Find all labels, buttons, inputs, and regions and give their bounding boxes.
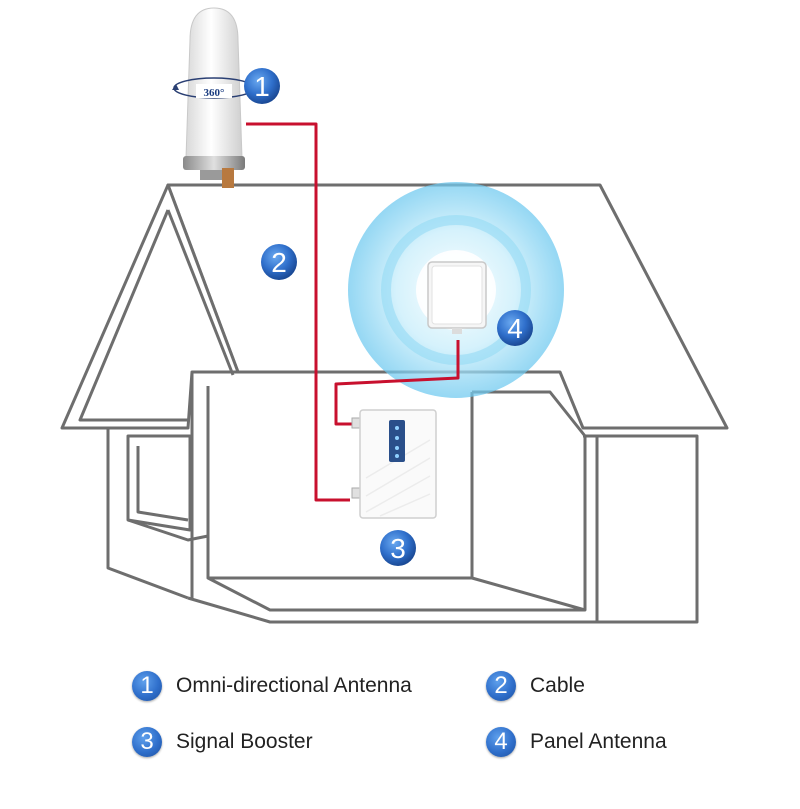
legend-label: Omni-directional Antenna bbox=[176, 674, 412, 697]
window-frame bbox=[126, 434, 192, 532]
wall-left bbox=[106, 428, 189, 600]
legend-item-cable: 2 Cable bbox=[486, 668, 585, 704]
roof-gable-inner bbox=[78, 209, 190, 422]
rotation-label: 360° bbox=[204, 87, 225, 99]
callout-cable-number: 2 bbox=[271, 247, 287, 278]
roof-gable-inner-2 bbox=[166, 209, 235, 376]
legend-item-signal-booster: 3 Signal Booster bbox=[132, 724, 313, 760]
roof-gable-left bbox=[60, 183, 240, 430]
callout-omni: 1 bbox=[244, 68, 280, 104]
callout-booster: 3 bbox=[380, 530, 416, 566]
legend-item-omni-antenna: 1 Omni-directional Antenna bbox=[132, 668, 412, 704]
callout-omni-number: 1 bbox=[254, 71, 270, 102]
legend-label: Panel Antenna bbox=[530, 730, 667, 753]
window-sill bbox=[127, 518, 209, 542]
signal-booster bbox=[351, 409, 437, 519]
callout-panel: 4 bbox=[497, 310, 533, 346]
wall-back-right bbox=[472, 390, 587, 610]
floor bbox=[206, 576, 587, 612]
legend-badge: 4 bbox=[486, 727, 516, 757]
callout-booster-number: 3 bbox=[390, 533, 406, 564]
legend-item-panel-antenna: 4 Panel Antenna bbox=[486, 724, 667, 760]
legend-label: Cable bbox=[530, 674, 585, 697]
cable-lines bbox=[246, 122, 460, 502]
booster-led bbox=[395, 454, 399, 458]
floor-front bbox=[187, 596, 600, 624]
panel-antenna bbox=[427, 261, 487, 334]
legend-badge: 1 bbox=[132, 671, 162, 701]
floor-right bbox=[583, 434, 699, 624]
cable-omni-to-booster bbox=[246, 122, 350, 502]
booster-led bbox=[395, 426, 399, 430]
booster-led bbox=[395, 446, 399, 450]
legend: 1 Omni-directional Antenna 2 Cable 3 Sig… bbox=[0, 660, 800, 780]
callout-panel-number: 4 bbox=[507, 313, 523, 344]
legend-badge: 2 bbox=[486, 671, 516, 701]
omni-antenna: 360° bbox=[172, 7, 255, 188]
cable-panel-to-booster bbox=[334, 340, 460, 426]
legend-badge: 3 bbox=[132, 727, 162, 757]
window-inner bbox=[136, 446, 189, 522]
callout-cable: 2 bbox=[261, 244, 297, 280]
legend-label: Signal Booster bbox=[176, 730, 313, 753]
booster-led bbox=[395, 436, 399, 440]
